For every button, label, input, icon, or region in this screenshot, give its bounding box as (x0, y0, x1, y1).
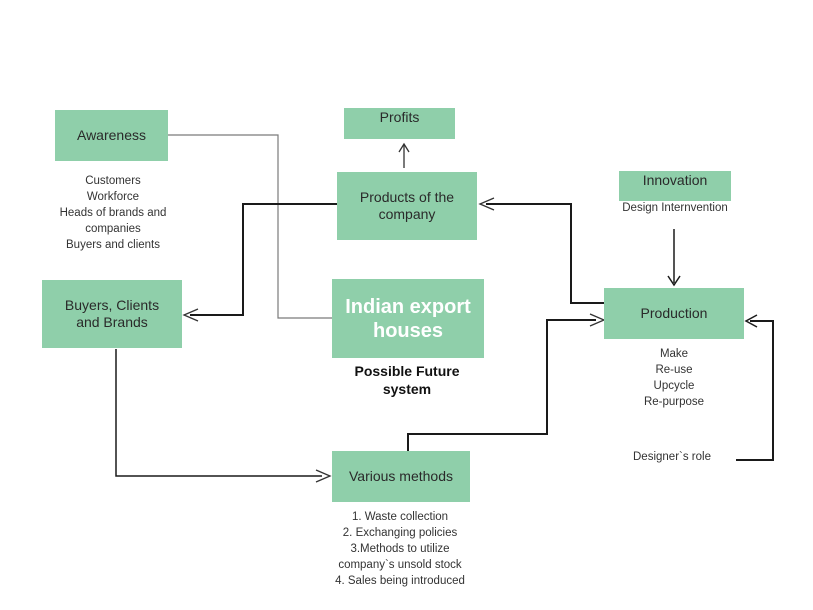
arrowhead-production-top (667, 275, 681, 287)
arrowhead-profits (398, 142, 410, 153)
arrowhead-production-right (744, 314, 758, 328)
arrow-designers-role-to-production (736, 320, 774, 461)
innovation-subtitle: Design Internvention (622, 202, 728, 214)
node-innovation: Innovation (619, 171, 731, 201)
awareness-list: Customers Workforce Heads of brands and … (59, 175, 167, 252)
arrowhead-products (478, 197, 495, 211)
possible-future-system-caption: Possible Future system (354, 363, 460, 398)
node-indian-export-houses: Indian export houses (332, 279, 484, 358)
node-various-methods: Various methods (332, 451, 470, 502)
designers-role-label: Designer`s role (633, 451, 711, 463)
arrowhead-methods (315, 469, 332, 483)
arrow-products-to-buyers (190, 203, 337, 316)
node-profits: Profits (344, 108, 455, 139)
production-list: Make Re-use Upcycle Re-purpose (643, 348, 705, 409)
arrowhead-buyers (182, 308, 199, 322)
arrow-buyers-to-methods (115, 349, 322, 477)
arrow-methods-to-production (407, 319, 596, 451)
arrow-production-to-products (486, 203, 604, 304)
node-production: Production (604, 288, 744, 339)
node-buyers-clients-brands: Buyers, Clients and Brands (42, 280, 182, 348)
connector-awareness-to-export-houses (168, 134, 332, 319)
various-methods-list: 1. Waste collection 2. Exchanging polici… (335, 511, 465, 588)
node-awareness: Awareness (55, 110, 168, 161)
node-products-of-the-company: Products of the company (337, 172, 477, 240)
